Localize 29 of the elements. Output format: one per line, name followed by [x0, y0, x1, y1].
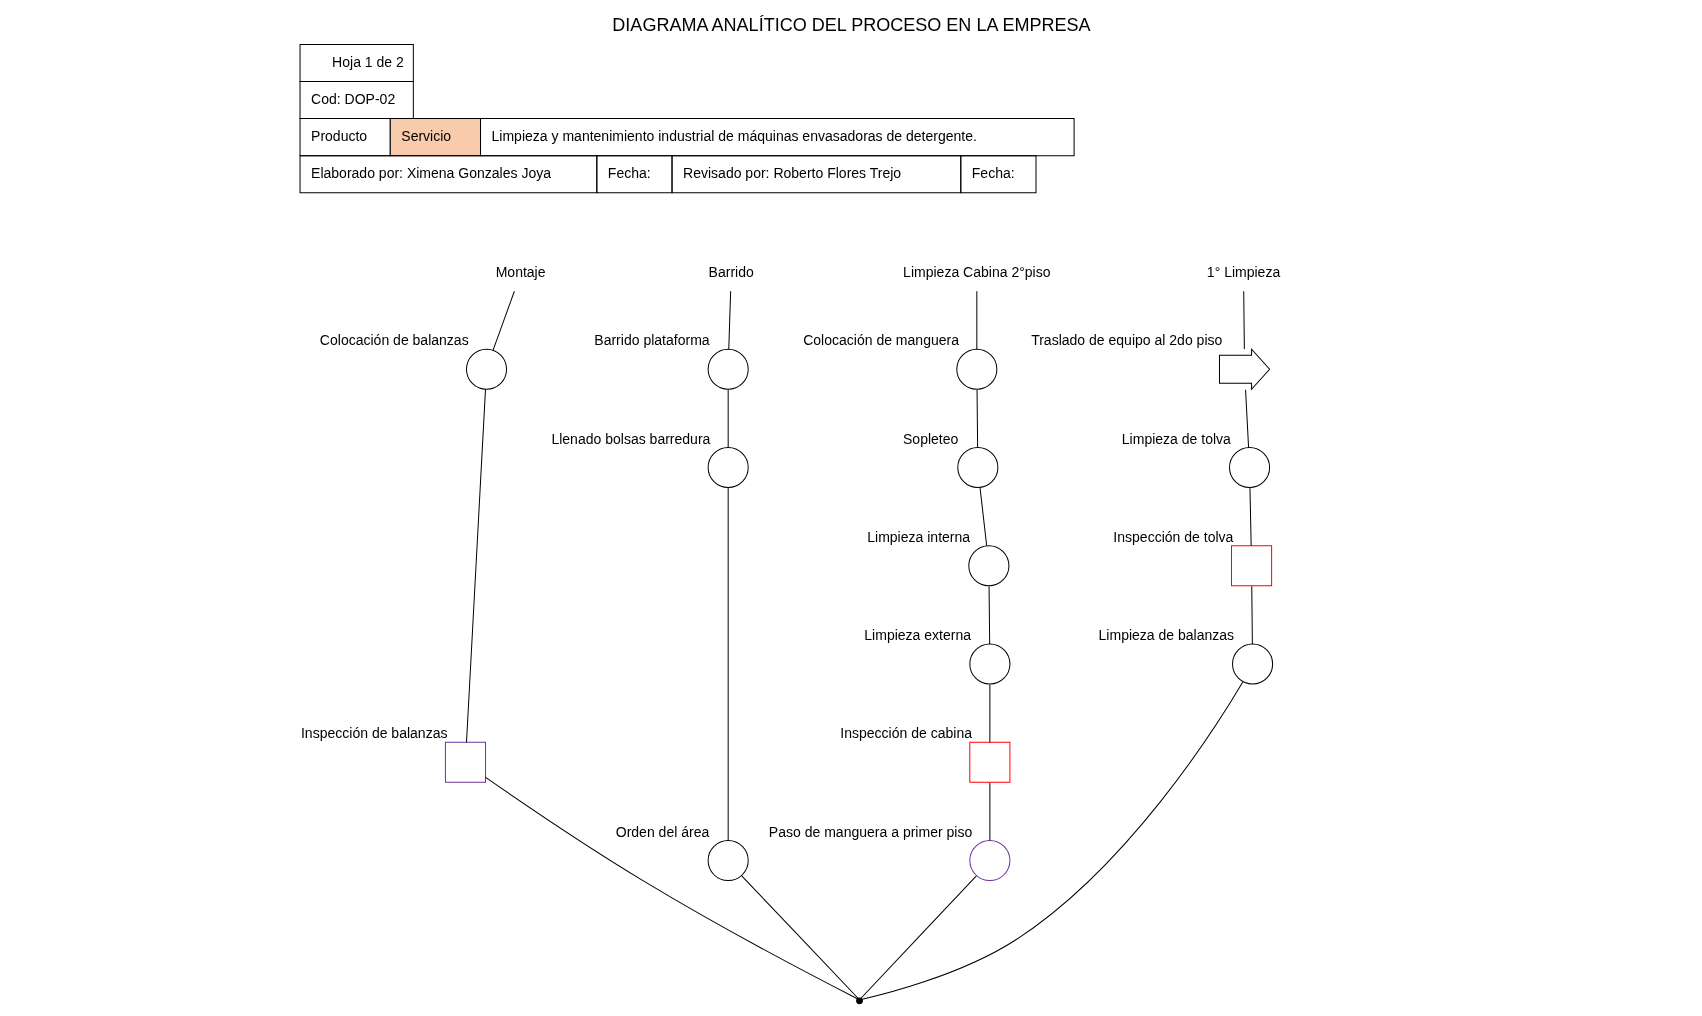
diagram-title: DIAGRAMA ANALÍTICO DEL PROCESO EN LA EMPRESA: [611, 14, 1091, 35]
node-text: Montaje: [495, 263, 546, 280]
node-text: Barrido: [708, 263, 754, 280]
node-label: Colocación de balanzas: [319, 332, 469, 349]
node-label: Sopleteo: [902, 430, 958, 447]
label: Limpieza y mantenimiento industrial de máquinas envasadoras de detergente.: [491, 127, 977, 144]
label: Producto: [310, 127, 367, 144]
label: Elaborado por: Ximena Gonzales Joya: [310, 164, 551, 181]
node-label: Colocación de manguera: [802, 332, 959, 349]
node-text: 1° Limpieza: [1206, 263, 1280, 280]
node-text: Limpieza Cabina 2°piso: [902, 263, 1051, 280]
label: Fecha:: [971, 164, 1015, 181]
node-label: Orden del área: [615, 823, 709, 840]
label: Fecha:: [607, 164, 651, 181]
node-label: Inspección de balanzas: [300, 725, 447, 742]
node-label: Paso de manguera a primer piso: [768, 823, 972, 840]
node-label: Inspección de tolva: [1112, 528, 1233, 545]
node-label: Barrido plataforma: [593, 332, 710, 349]
node-label: Limpieza externa: [863, 627, 971, 644]
node-label: Limpieza de balanzas: [1098, 627, 1234, 644]
label: Hoja 1 de 2: [331, 53, 404, 70]
label: Cod: DOP-02: [310, 90, 395, 107]
node-label: Limpieza de tolva: [1121, 430, 1231, 447]
node-label: Inspección de cabina: [839, 725, 972, 742]
node-label: Traslado de equipo al 2do piso: [1030, 332, 1222, 349]
node-label: Limpieza interna: [866, 528, 970, 545]
label: Revisado por: Roberto Flores Trejo: [682, 164, 901, 181]
node-label: Llenado bolsas barredura: [550, 430, 710, 447]
label: Servicio: [400, 127, 451, 144]
